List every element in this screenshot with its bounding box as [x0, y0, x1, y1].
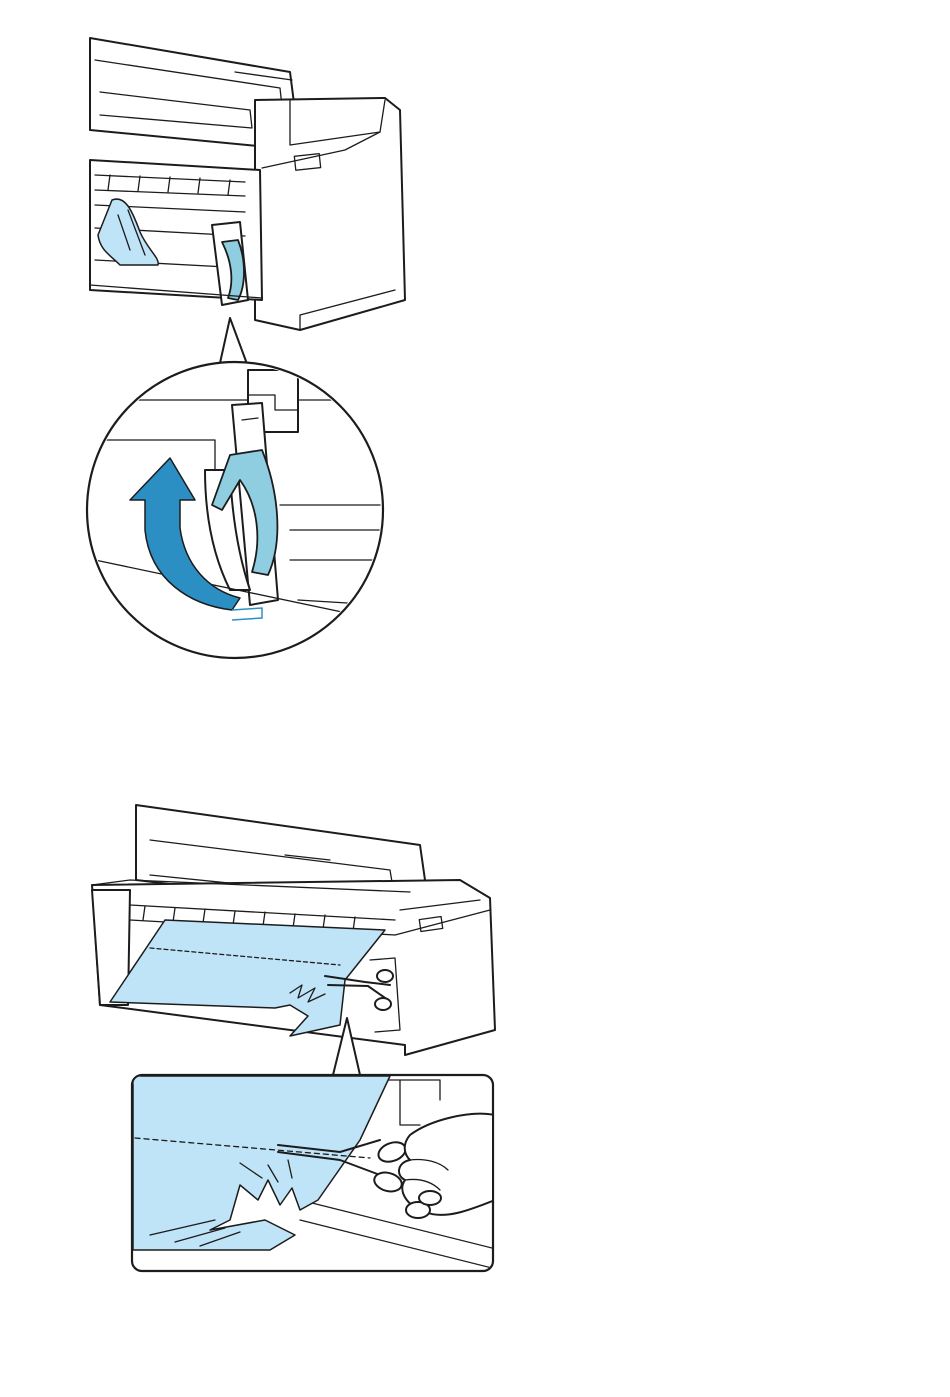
- magnified-callout: [87, 362, 383, 658]
- printer-illustration: [90, 38, 405, 330]
- magnified-callout: [132, 1075, 500, 1271]
- printer-lever-illustration: [0, 0, 950, 680]
- figure-release-lever: [0, 0, 950, 680]
- printer-scissors-illustration: [0, 780, 950, 1300]
- figure-cut-paper: [0, 780, 950, 1300]
